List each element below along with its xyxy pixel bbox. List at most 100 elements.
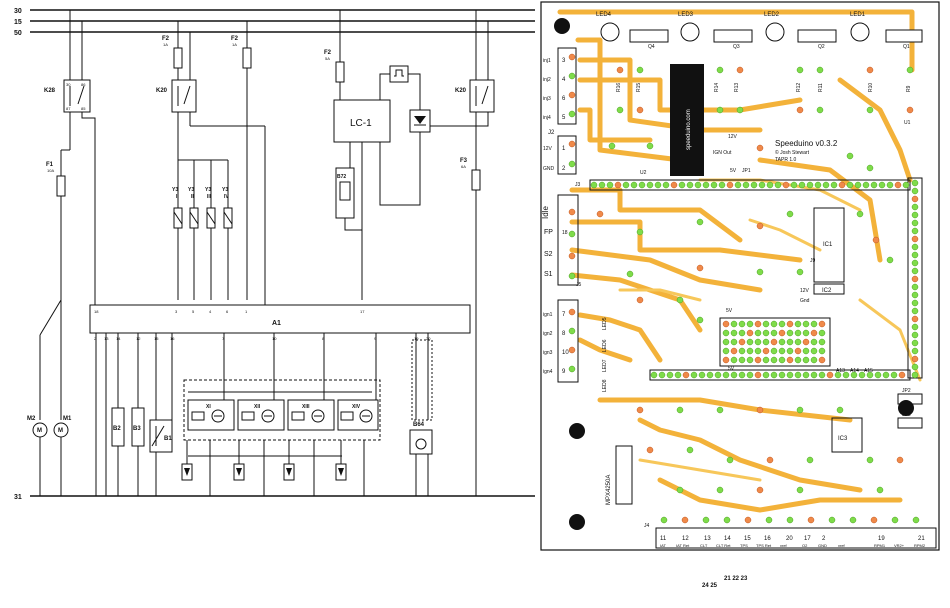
ic-label: IC3 — [838, 436, 848, 442]
ign-pin: 9 — [562, 369, 566, 375]
ign-label: ign1 — [543, 312, 553, 318]
pcb-pad — [568, 91, 576, 99]
connector-label: J5 — [576, 282, 582, 288]
pcb-pad — [778, 329, 786, 337]
svg-text:M: M — [37, 428, 42, 434]
pcb-pad — [872, 236, 880, 244]
resistor-label: R10 — [868, 83, 874, 92]
ecu-pin: 20 — [426, 336, 431, 341]
fuse-rating: 10A — [47, 168, 54, 173]
pcb-pad — [746, 329, 754, 337]
pcb-pad — [616, 106, 624, 114]
pcb-pad — [802, 320, 810, 328]
pcb-pad — [786, 329, 794, 337]
pcb-layout: LED4 LED3 LED2 LED1 Q4 Q3 Q2 Q1 inj1 inj… — [540, 1, 940, 551]
pcb-pad — [911, 219, 919, 227]
pcb-pad — [858, 371, 866, 379]
pcb-pad — [686, 181, 694, 189]
pcb-pad — [794, 347, 802, 355]
analog-label: A14 — [850, 368, 859, 374]
connector-label: U2 — [640, 170, 647, 176]
bottom-pin: 17 — [804, 536, 811, 542]
voltage-label: 5V — [730, 168, 737, 174]
ecu-pin: 13 — [104, 336, 109, 341]
pcb-pad — [802, 338, 810, 346]
pcb-pad — [911, 227, 919, 235]
ecu-pin: 3 — [175, 309, 178, 314]
pcb-pad — [616, 66, 624, 74]
pcb-pad — [882, 371, 890, 379]
ic-label: IC2 — [822, 288, 832, 294]
pcb-pad — [722, 356, 730, 364]
pcb-pad — [810, 356, 818, 364]
pcb-pad — [670, 181, 678, 189]
pcb-pad — [622, 181, 630, 189]
pcb-pad — [568, 230, 576, 238]
pcb-pad — [818, 329, 826, 337]
pcb-pad — [658, 371, 666, 379]
pcb-pad — [911, 259, 919, 267]
pcb-pad — [636, 66, 644, 74]
pcb-pad — [866, 106, 874, 114]
voltage-label: 12V — [800, 288, 810, 294]
pcb-pad — [806, 456, 814, 464]
pcb-pad — [765, 516, 773, 524]
pcb-pad — [626, 270, 634, 278]
pcb-pad — [568, 140, 576, 148]
pcb-pad — [911, 275, 919, 283]
injector-y3-4: Y3 IV — [222, 160, 233, 300]
ignition-coil-xiv: XIV — [337, 399, 379, 431]
ecu-label: A1 — [272, 320, 281, 327]
pcb-pad — [786, 210, 794, 218]
pcb-pad — [678, 181, 686, 189]
pcb-pad — [598, 181, 606, 189]
pcb-pad — [746, 371, 754, 379]
pcb-pad — [716, 486, 724, 494]
pcb-pad — [822, 181, 830, 189]
pcb-pad — [770, 347, 778, 355]
pcb-pad — [814, 181, 822, 189]
lc1-label: LC-1 — [350, 118, 372, 129]
bottom-label: TPS — [740, 543, 748, 548]
pcb-pad — [568, 110, 576, 118]
pcb-pad — [730, 320, 738, 328]
pcb-pad — [710, 181, 718, 189]
pcb-pad — [756, 268, 764, 276]
pcb-pads — [568, 53, 920, 524]
led-label: LED2 — [764, 12, 780, 18]
pcb-pad — [702, 516, 710, 524]
relay-k20-right — [469, 79, 495, 113]
ecu-pin: 5 — [192, 309, 195, 314]
pcb-pad — [886, 256, 894, 264]
inj-label: inj3 — [543, 96, 551, 102]
pcb-pad — [807, 516, 815, 524]
bottom-pin: 20 — [786, 536, 793, 542]
pcb-pad — [754, 371, 762, 379]
led-row-top: LED4 LED3 LED2 LED1 Q4 Q3 Q2 Q1 — [596, 12, 923, 50]
pcb-pad — [730, 347, 738, 355]
jp3 — [897, 417, 923, 429]
ign-label: ign3 — [543, 350, 553, 356]
pcb-pad — [746, 338, 754, 346]
power-label: 12V — [543, 146, 553, 152]
sensor-label: B3 — [133, 426, 141, 432]
led-label: LED5 — [602, 317, 608, 330]
connector-label: U1 — [904, 120, 911, 126]
svg-text:XIII: XIII — [302, 404, 310, 410]
pcb-pad — [770, 356, 778, 364]
pcb-pad — [568, 160, 576, 168]
pcb-pad — [902, 181, 910, 189]
resistor-label: R14 — [714, 83, 720, 92]
pcb-pad — [674, 371, 682, 379]
left-label: S1 — [544, 271, 553, 278]
connector-j2 — [557, 47, 577, 125]
pcb-pad — [756, 222, 764, 230]
connector-label: J2 — [548, 130, 555, 136]
rail-label: 50 — [14, 30, 22, 37]
bottom-label: O2 — [802, 543, 808, 548]
pcb-pad — [756, 486, 764, 494]
pcb-pad — [810, 371, 818, 379]
mpx-sensor — [615, 445, 633, 505]
pcb-pad — [898, 371, 906, 379]
pcb-pad — [836, 406, 844, 414]
